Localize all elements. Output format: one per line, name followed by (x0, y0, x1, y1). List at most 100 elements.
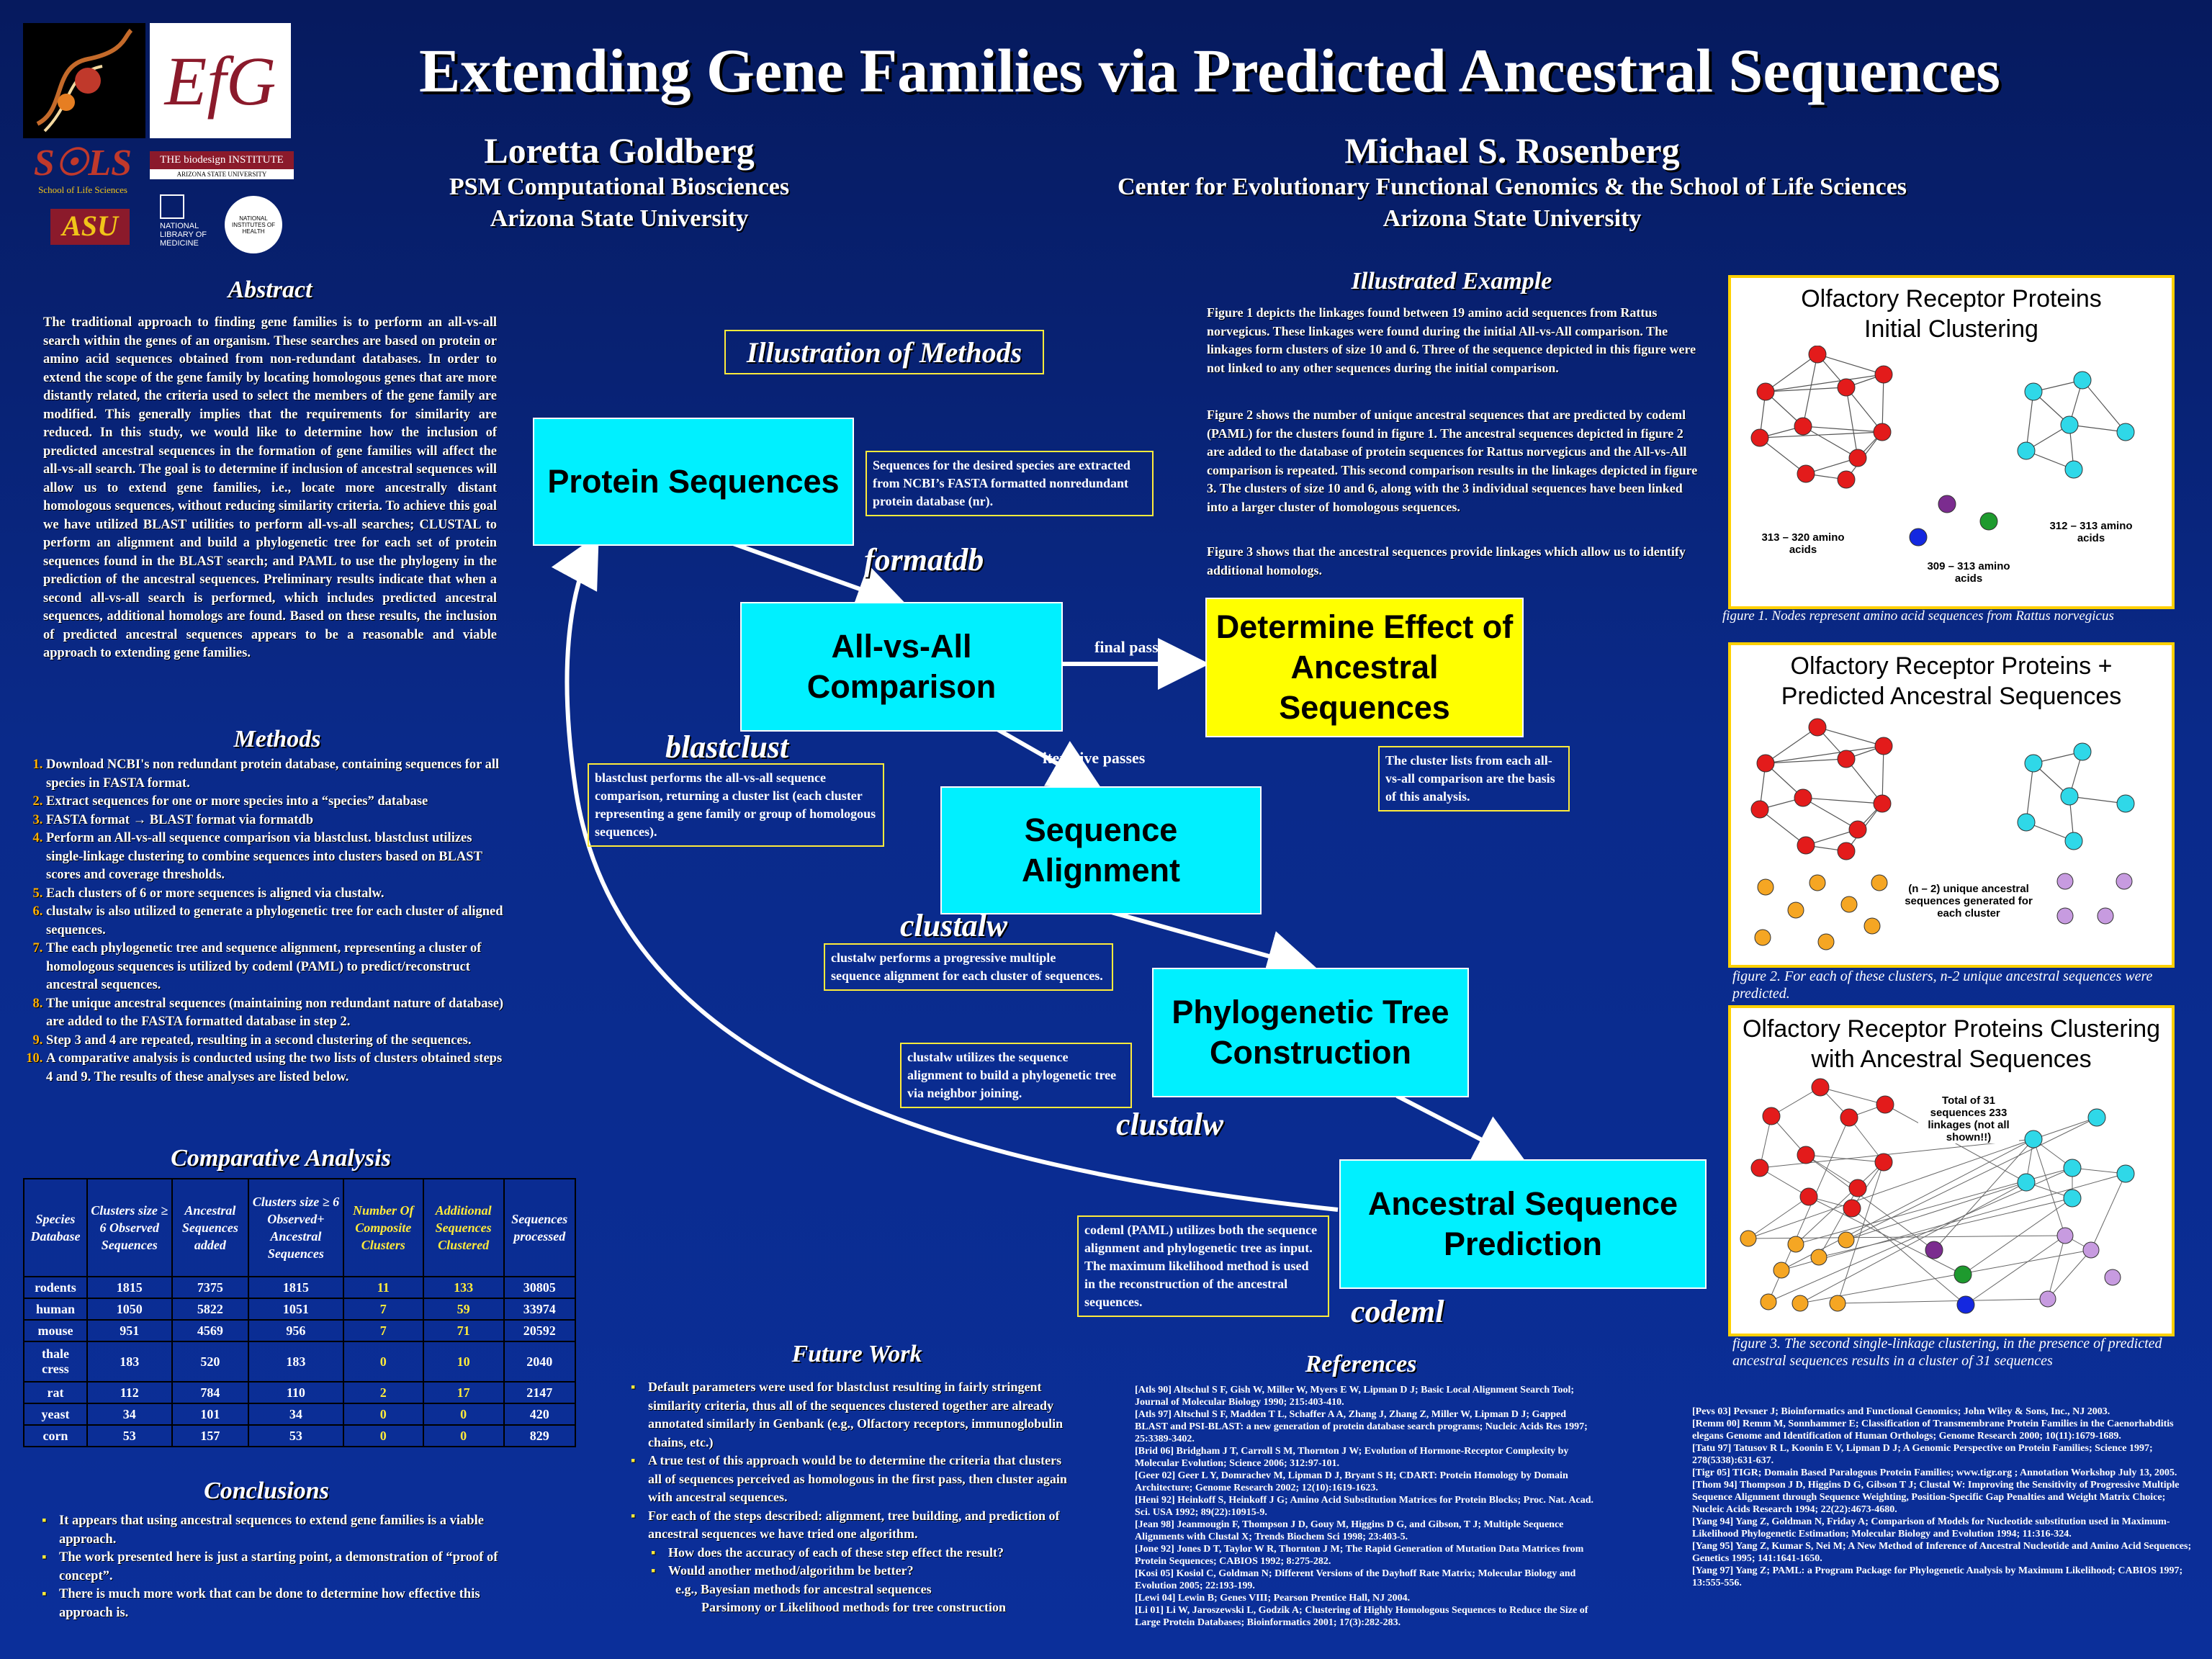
reference-item: [Atls 90] Altschul S F, Gish W, Miller W… (1135, 1385, 1574, 1408)
clustalw-label-2: clustalw (1116, 1107, 1224, 1142)
table-header-row: Species Database Clusters size ≥ 6 Obser… (23, 1178, 576, 1277)
future-item: Default parameters were used for blastcl… (629, 1378, 1076, 1452)
phylogenetic-tree-box: Phylogenetic Tree Construction (1152, 968, 1469, 1097)
reference-item: [Tatu 97] Tatusov R L, Koonin E V, Lipma… (1692, 1443, 2153, 1466)
table-cell: 1050 (86, 1298, 173, 1321)
author-1-university: Arizona State University (490, 205, 749, 232)
references-right: [Pevs 03] Pevsner J; Bioinformatics and … (1692, 1406, 2196, 1589)
references-heading: References (1305, 1351, 1417, 1377)
effect-note: The cluster lists from each all-vs-all c… (1378, 746, 1570, 811)
table-cell: 34 (86, 1403, 173, 1426)
determine-effect-box: Determine Effect of Ancestral Sequences (1205, 598, 1524, 737)
author-2-affiliation: Center for Evolutionary Functional Genom… (1117, 174, 1907, 200)
biodesign-logo: THE biodesign INSTITUTE ARIZONA STATE UN… (150, 151, 294, 187)
reference-item: [Tigr 05] TIGR; Domain Based Paralogous … (1692, 1467, 2177, 1478)
table-cell: 951 (86, 1319, 173, 1342)
codeml-label: codeml (1351, 1294, 1444, 1329)
efg-logo: EfG (150, 23, 291, 138)
figure-1-caption: figure 1. Nodes represent amino acid seq… (1722, 608, 2114, 624)
table-cell: 34 (248, 1403, 344, 1426)
figure-1: Olfactory Receptor Proteins Initial Clus… (1728, 275, 2175, 609)
nlm-logo: NATIONAL LIBRARY OF MEDICINE (160, 194, 217, 252)
table-cell: 2147 (503, 1381, 576, 1404)
figure-2-graph (1750, 718, 2135, 950)
reference-item: [Li 01] Li W, Jaroszewski L, Godzik A; C… (1135, 1605, 1588, 1628)
illustration-heading: Illustration of Methods (724, 330, 1044, 374)
formatdb-label: formatdb (864, 542, 984, 577)
table-cell: 2 (342, 1381, 424, 1404)
table-row: yeast 34 101 34 0 0 420 (23, 1403, 576, 1426)
table-row: thale cress 183 520 183 0 10 2040 (23, 1341, 576, 1382)
methods-step: Download NCBI's non redundant protein da… (46, 756, 511, 793)
conclusion-item: The work presented here is just a starti… (40, 1549, 530, 1586)
methods-step: The each phylogenetic tree and sequence … (46, 940, 511, 995)
example-heading: Illustrated Example (1351, 268, 1552, 295)
figure-3: Olfactory Receptor Proteins Clustering w… (1728, 1005, 2175, 1336)
comparative-heading: Comparative Analysis (171, 1145, 391, 1172)
table-cell: yeast (23, 1403, 88, 1426)
table-cell: 71 (422, 1319, 505, 1342)
protein-note: Sequences for the desired species are ex… (866, 451, 1154, 516)
sequence-alignment-box: Sequence Alignment (940, 786, 1262, 914)
table-cell: 53 (86, 1424, 173, 1447)
reference-item: [Jean 98] Jeanmougin F, Thompson J D, Go… (1135, 1519, 1564, 1542)
table-row: corn 53 157 53 0 0 829 (23, 1424, 576, 1447)
table-header: Sequences processed (503, 1178, 576, 1277)
comparative-table-wrap: Species Database Clusters size ≥ 6 Obser… (23, 1178, 576, 1447)
figure-2-label: (n – 2) unique ancestral sequences gener… (1905, 883, 2033, 920)
reference-item: [Jone 92] Jones D T, Taylor W R, Thornto… (1135, 1544, 1584, 1567)
reference-item: [Heni 92] Heinkoff S, Heinkoff J G; Amin… (1135, 1495, 1593, 1518)
arrow-alignment-to-phylo (1108, 909, 1319, 981)
reference-item: [Yang 94] Yang Z, Goldman N, Friday A; C… (1692, 1516, 2170, 1539)
reference-item: [Kosi 05] Kosiol C, Goldman N; Different… (1135, 1568, 1576, 1591)
methods-step: FASTA format → BLAST format via formatdb (46, 811, 511, 830)
clustalw-label-1: clustalw (900, 908, 1008, 943)
table-header: Clusters size ≥ 6 Observed+ Ancestral Se… (248, 1178, 344, 1277)
table-header: Additional Sequences Clustered (422, 1178, 505, 1277)
blastclust-note: blastclust performs the all-vs-all seque… (588, 763, 884, 847)
table-header: Species Database (23, 1178, 88, 1277)
table-cell: 1051 (248, 1298, 344, 1321)
future-work-list: Default parameters were used for blastcl… (629, 1378, 1076, 1617)
future-subitem: Would another method/algorithm be better… (649, 1562, 1076, 1581)
table-cell: 7 (342, 1298, 424, 1321)
conclusion-item: There is much more work that can be done… (40, 1586, 530, 1622)
reference-item: [Lewi 04] Lewin B; Genes VIII; Pearson P… (1135, 1593, 1411, 1604)
future-tail-1: e.g., Bayesian methods for ancestral seq… (675, 1581, 932, 1596)
abstract-heading: Abstract (228, 276, 313, 303)
future-subitem: How does the accuracy of each of these s… (649, 1544, 1076, 1563)
methods-step: Perform an All-vs-all sequence compariso… (46, 830, 511, 885)
author-1-affiliation: PSM Computational Biosciences (449, 174, 790, 200)
reference-item: [Yang 97] Yang Z; PAML: a Program Packag… (1692, 1565, 2183, 1588)
figure-1-label-c: 309 – 313 amino acids (1927, 560, 2010, 585)
author-1: Loretta Goldberg PSM Computational Biosc… (346, 130, 893, 235)
author-2-name: Michael S. Rosenberg (1344, 130, 1680, 171)
clustalw-note-2: clustalw utilizes the sequence alignment… (900, 1043, 1132, 1108)
protein-sequences-box: Protein Sequences (533, 418, 854, 546)
table-cell: thale cress (23, 1341, 88, 1382)
comparative-table: Species Database Clusters size ≥ 6 Obser… (23, 1178, 576, 1447)
table-cell: 17 (422, 1381, 505, 1404)
future-tail-2: Parsimony or Likelihood methods for tree… (701, 1600, 1006, 1614)
table-cell: 10 (422, 1341, 505, 1382)
blastclust-label: blastclust (665, 729, 789, 765)
table-cell: human (23, 1298, 88, 1321)
table-cell: 829 (503, 1424, 576, 1447)
table-cell: rodents (23, 1276, 88, 1299)
table-cell: 7375 (171, 1276, 250, 1299)
methods-heading: Methods (233, 726, 321, 752)
table-cell: 183 (248, 1341, 344, 1382)
author-2-university: Arizona State University (1382, 205, 1642, 232)
table-header: Number Of Composite Clusters (342, 1178, 424, 1277)
figure-3-title: Olfactory Receptor Proteins Clustering w… (1742, 1015, 2161, 1073)
asu-logo: ASU (50, 209, 130, 245)
table-cell: 784 (171, 1381, 250, 1404)
table-header: Clusters size ≥ 6 Observed Sequences (86, 1178, 173, 1277)
conclusion-item: It appears that using ancestral sequence… (40, 1512, 530, 1549)
table-cell: 7 (342, 1319, 424, 1342)
table-cell: 53 (248, 1424, 344, 1447)
arrow-phylo-to-ancestral (1395, 1094, 1527, 1164)
arrow-allvsall-to-alignment (992, 725, 1102, 789)
table-cell: 956 (248, 1319, 344, 1342)
